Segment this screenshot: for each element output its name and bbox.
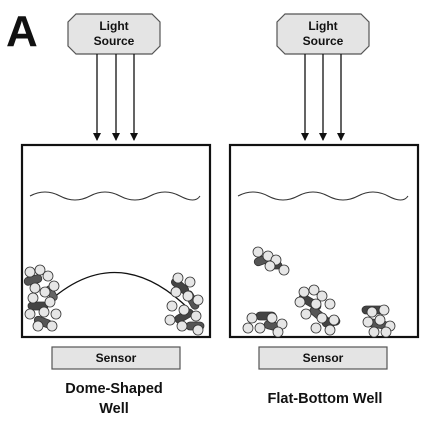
left-liquid-surface [29,191,201,201]
left-sensor-label: Sensor [96,351,137,365]
left-caption-line1: Dome-Shaped [65,381,163,397]
bottom-cell-cluster-3 [361,304,396,338]
right-light-arrows [301,54,345,141]
right-liquid-surface [237,191,409,201]
bottom-cell-cluster-1 [242,311,288,338]
left-light-arrows [93,54,138,141]
left-sensor: Sensor [51,346,181,370]
bottom-cell-cluster-2 [294,284,341,336]
left-light-source: Light Source [67,13,161,55]
left-caption-line2: Well [99,401,129,417]
left-light-source-line1: Light [99,19,128,33]
floating-cell-cluster [252,246,290,276]
left-light-source-line2: Source [94,34,135,48]
right-caption: Flat-Bottom Well [268,391,383,407]
right-light-source-line1: Light [308,19,337,33]
right-light-source: Light Source [276,13,370,55]
right-sensor: Sensor [258,346,388,370]
left-cell-cluster [23,264,62,332]
right-sensor-label: Sensor [303,351,344,365]
panel-label: A [6,7,38,56]
right-well [228,143,420,339]
right-light-source-line2: Source [303,34,344,48]
right-cell-cluster-dome [164,272,205,336]
